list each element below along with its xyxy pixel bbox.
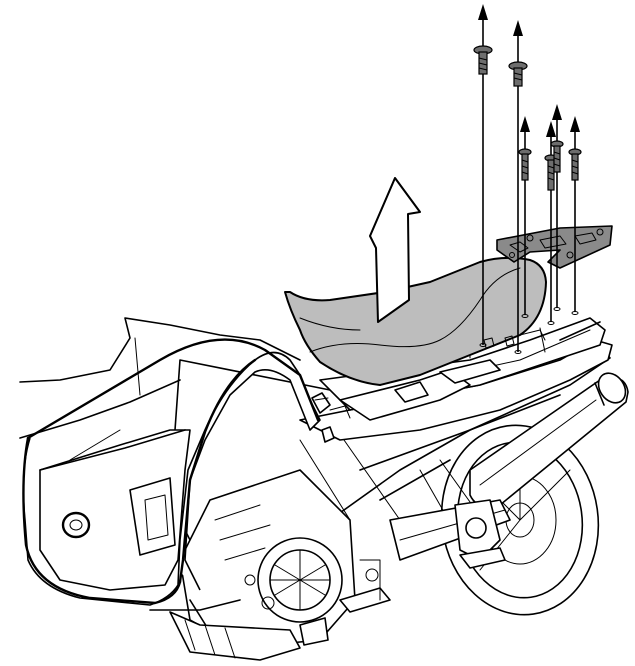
pillion-bracket <box>454 499 506 569</box>
bolts <box>473 4 582 354</box>
front-fairing <box>19 317 301 461</box>
up-arrow-icon <box>369 177 421 323</box>
tail-details <box>314 321 601 419</box>
bolt-icon <box>568 116 582 312</box>
seat <box>284 256 547 386</box>
bolt-icon <box>550 104 564 308</box>
bolt-icon <box>508 20 528 352</box>
side-pannier <box>22 338 335 606</box>
engine <box>149 469 391 661</box>
luggage-rack-plate <box>496 225 613 269</box>
bolt-icon <box>473 4 493 345</box>
bolt-icon <box>518 116 532 315</box>
